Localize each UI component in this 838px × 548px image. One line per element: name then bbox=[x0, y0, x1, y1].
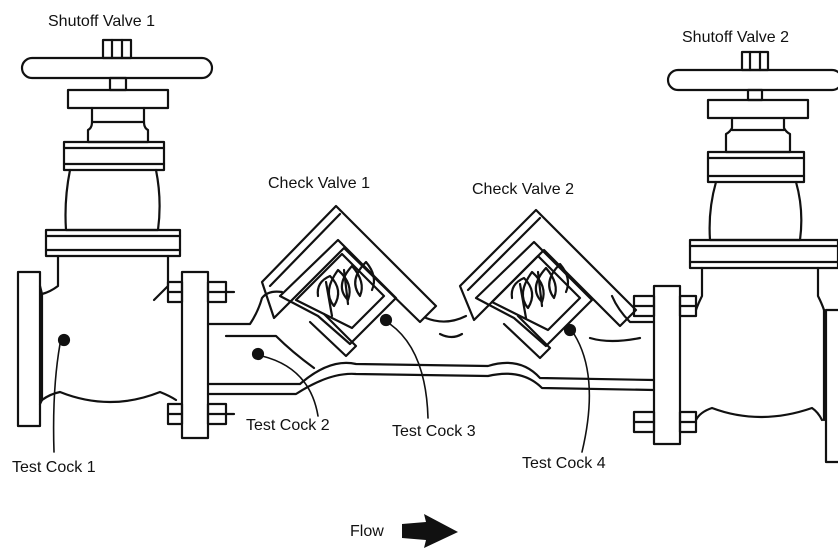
label-test-cock-1: Test Cock 1 bbox=[12, 459, 96, 476]
flow-arrow-icon bbox=[402, 514, 458, 548]
label-shutoff-valve-1: Shutoff Valve 1 bbox=[48, 13, 156, 30]
inlet-flange bbox=[16, 270, 42, 428]
leader-test-cock-3 bbox=[389, 323, 429, 419]
handwheel-1 bbox=[20, 56, 214, 80]
test-cock-2-port bbox=[251, 347, 265, 361]
packing-nut-1 bbox=[66, 88, 170, 110]
stem-nut-2 bbox=[740, 50, 770, 72]
label-test-cock-2: Test Cock 2 bbox=[246, 417, 330, 434]
check-valve-1-poppet bbox=[278, 238, 398, 346]
check-valve-1-cover bbox=[260, 204, 438, 324]
outlet-flange bbox=[824, 308, 838, 464]
connection-flange-left bbox=[166, 270, 236, 440]
leader-test-cock-1 bbox=[52, 343, 61, 453]
label-check-valve-1: Check Valve 1 bbox=[268, 175, 370, 192]
leader-lines bbox=[52, 323, 591, 453]
label-test-cock-4: Test Cock 4 bbox=[522, 455, 606, 472]
check-valve-2-cover bbox=[458, 208, 638, 328]
stem-nut-1 bbox=[101, 38, 133, 60]
shutoff-valve-1 bbox=[16, 38, 214, 428]
test-cock-1-port bbox=[57, 333, 71, 347]
connection-flange-right bbox=[632, 284, 698, 446]
bonnet-flange-1 bbox=[62, 140, 166, 172]
bonnet-flange-2 bbox=[706, 150, 806, 184]
packing-nut-2 bbox=[706, 98, 810, 120]
label-flow: Flow bbox=[350, 523, 384, 540]
check-valve-body bbox=[206, 204, 656, 396]
handwheel-2 bbox=[666, 68, 838, 92]
body-flange-2 bbox=[688, 238, 838, 270]
leader-test-cock-2 bbox=[261, 355, 319, 417]
label-test-cock-3: Test Cock 3 bbox=[392, 423, 476, 440]
label-shutoff-valve-2: Shutoff Valve 2 bbox=[682, 29, 790, 46]
label-check-valve-2: Check Valve 2 bbox=[472, 181, 574, 198]
leader-test-cock-4 bbox=[573, 333, 591, 453]
body-flange-1 bbox=[44, 228, 182, 258]
check-valve-2-poppet bbox=[474, 240, 594, 348]
test-cock-3-port bbox=[379, 313, 393, 327]
shutoff-valve-2 bbox=[666, 50, 838, 464]
test-cock-4-port bbox=[563, 323, 577, 337]
